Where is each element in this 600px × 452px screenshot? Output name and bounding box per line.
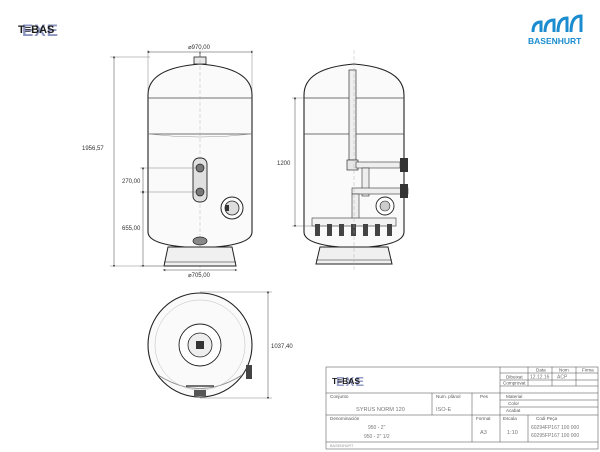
section-view xyxy=(303,50,409,270)
dim-total-height-label: 1956,57 xyxy=(82,146,104,152)
tb-conjunto-value: SYRUS NORM 120 xyxy=(356,407,405,413)
tb-plane-label: Num. plànol xyxy=(436,394,461,399)
tb-color-label: Color xyxy=(508,401,519,406)
tb-format-label: Format xyxy=(476,416,491,421)
tb-drawn-date: 12.12.16 xyxy=(530,375,550,381)
tb-denomination-label: Denominación xyxy=(330,416,360,421)
tb-denomination-2: 950 - 2" 1/2 xyxy=(364,434,390,440)
tb-checked-label: Comprovat xyxy=(503,381,526,386)
svg-text:T≡BAS: T≡BAS xyxy=(18,24,54,36)
top-view-manhole-icon xyxy=(194,390,206,396)
upper-outlet-icon xyxy=(400,158,408,172)
lower-port-icon xyxy=(195,187,205,197)
top-dimensions: 1037,40 xyxy=(200,290,293,400)
svg-text:EXE: EXE xyxy=(22,21,59,40)
tb-date-label: Data xyxy=(536,368,546,373)
svg-text:BASENHURT: BASENHURT xyxy=(528,36,582,46)
upper-port-icon xyxy=(195,163,205,173)
section-dimensions: 1200 xyxy=(277,96,312,228)
tb-format-value: A3 xyxy=(480,430,487,436)
tb-code-1: 60294FP167 100 000 xyxy=(531,425,579,431)
tb-footer: BASENHURT xyxy=(330,444,354,448)
tb-finish-label: Acabat xyxy=(506,408,521,413)
dim-bed-height-label: 1200 xyxy=(277,161,291,167)
tb-code-2: 60295FP167 100 000 xyxy=(531,433,579,439)
tb-material-label: Material xyxy=(506,394,522,399)
drain-icon xyxy=(192,236,208,246)
tb-denomination-1: 950 - 2" xyxy=(368,425,386,431)
dim-diameter-label: ⌀970,00 xyxy=(188,45,211,51)
inlet-pipe-icon xyxy=(348,69,357,161)
svg-text:EXE: EXE xyxy=(336,374,365,389)
svg-text:T≡BAS: T≡BAS xyxy=(332,376,360,386)
front-view xyxy=(147,48,253,276)
tb-weight-label: Pes xyxy=(480,394,489,399)
tb-conjunto-label: Conjunto xyxy=(330,394,349,399)
dim-overall-width-label: 1037,40 xyxy=(271,344,293,350)
tb-sign-label: Firma xyxy=(582,368,594,373)
tb-standard: ISO-E xyxy=(436,407,451,413)
tb-drawn-name: ACP xyxy=(557,375,568,381)
title-block xyxy=(325,366,599,450)
tb-code-label: Codi Peça xyxy=(536,416,558,421)
dim-port-spacing-label: 270,00 xyxy=(122,179,141,185)
tb-drawn-label: Dibuixat xyxy=(506,375,523,380)
front-dimensions: ⌀970,00 ⌀705,00 1956,57 270,00 655,00 xyxy=(82,45,254,279)
lower-outlet-icon xyxy=(400,184,408,198)
dim-port-height-label: 655,00 xyxy=(122,226,141,232)
tb-name-label: Nom xyxy=(559,368,569,373)
basenhurt-logo: BASENHURT xyxy=(528,14,583,46)
title-block-logo: EXE T≡BAS xyxy=(332,374,365,389)
tb-scale-value: 1:10 xyxy=(507,430,518,436)
tb-scale-label: Escala xyxy=(503,416,517,421)
tebas-logo: EXE T≡BAS xyxy=(18,21,59,40)
top-view xyxy=(147,292,253,398)
dim-base-diameter-label: ⌀705,00 xyxy=(188,273,211,279)
